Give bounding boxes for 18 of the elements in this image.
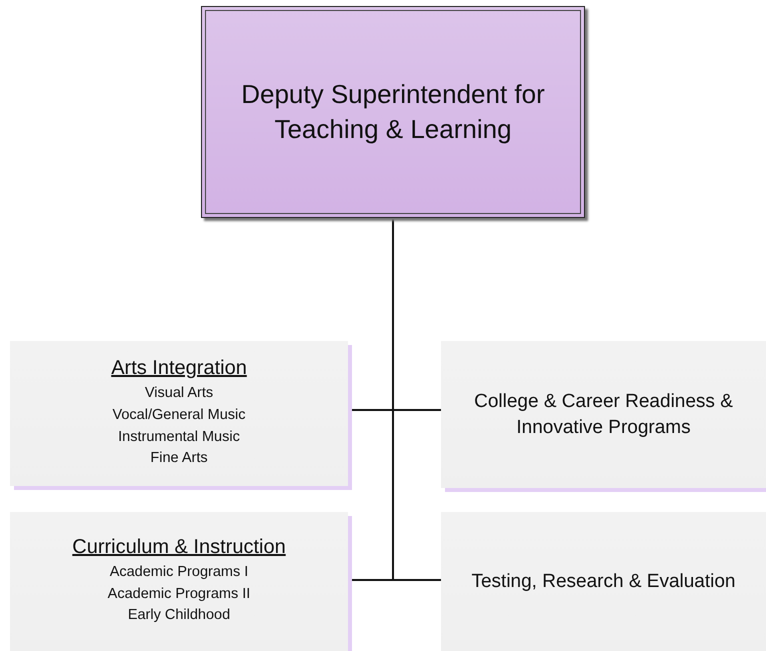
position-title: Deputy Superintendent for Teaching & Learning — [240, 78, 546, 146]
unit-name: Vocal/General Music — [112, 406, 246, 425]
department-box — [441, 341, 766, 488]
department-box — [10, 512, 348, 651]
unit-name: Instrumental Music — [118, 428, 240, 446]
department-name: College & Career Readiness & Innovative Programs — [473, 390, 734, 440]
unit-name: Academic Programs I — [110, 562, 248, 582]
department-heading: Arts Integration — [111, 357, 247, 380]
unit-name: Fine Arts — [150, 449, 208, 468]
department-box — [10, 341, 348, 486]
department-heading: Curriculum & Instruction — [72, 536, 286, 559]
connector-line — [392, 219, 441, 581]
unit-name: Early Childhood — [128, 606, 230, 626]
unit-name: Visual Arts — [144, 384, 214, 403]
department-name: Testing, Research & Evaluation — [471, 570, 736, 594]
unit-name: Academic Programs II — [108, 584, 250, 604]
leader-box — [201, 6, 585, 218]
department-box — [441, 512, 766, 651]
